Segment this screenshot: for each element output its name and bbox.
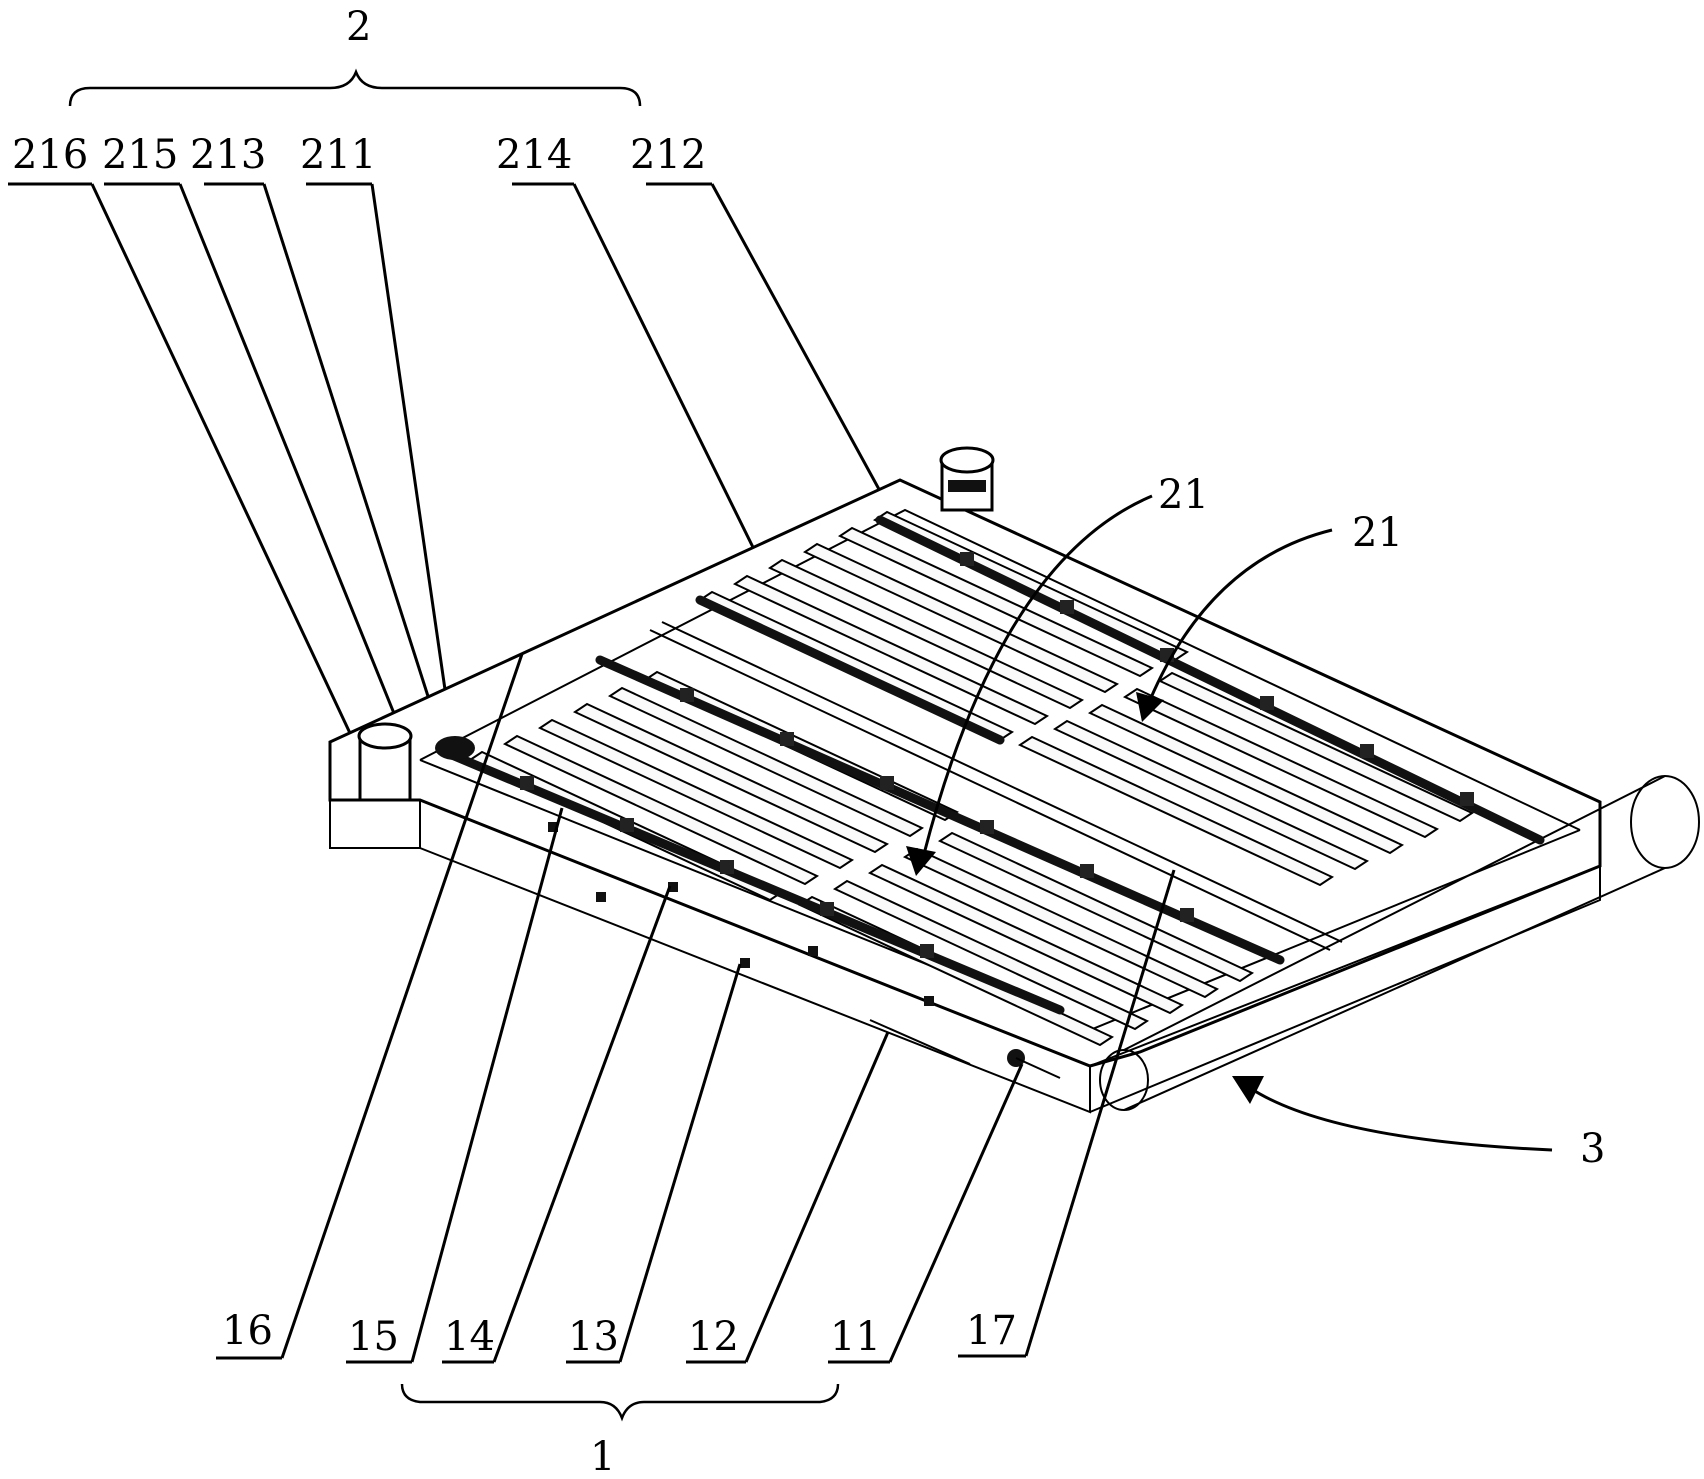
group-1-brace <box>400 1383 840 1422</box>
label-17: 17 <box>966 1308 1017 1354</box>
group-2-brace <box>68 68 642 107</box>
label-zone-21-b: 21 <box>1352 510 1403 556</box>
label-12: 12 <box>688 1314 739 1360</box>
label-group-2: 2 <box>346 4 371 50</box>
label-13: 13 <box>568 1314 619 1360</box>
label-11: 11 <box>830 1314 881 1360</box>
label-16: 16 <box>222 1308 273 1354</box>
label-216: 216 <box>12 132 88 178</box>
label-assembly-3: 3 <box>1580 1126 1605 1172</box>
drive-chains <box>435 515 1545 1015</box>
label-215: 215 <box>102 132 178 178</box>
label-15: 15 <box>348 1314 399 1360</box>
label-211: 211 <box>300 132 376 178</box>
bottom-leader-lines <box>280 653 1176 1363</box>
label-zone-21-a: 21 <box>1158 472 1209 518</box>
front-wall-fixtures <box>548 822 1061 1079</box>
label-14: 14 <box>444 1314 495 1360</box>
label-212: 212 <box>630 132 706 178</box>
motor-right <box>939 446 995 512</box>
label-214: 214 <box>496 132 572 178</box>
motor-left <box>357 722 475 802</box>
label-213: 213 <box>190 132 266 178</box>
slats-upper-zone <box>697 510 1475 887</box>
top-leader-lines <box>90 183 900 781</box>
label-group-1: 1 <box>590 1434 615 1479</box>
